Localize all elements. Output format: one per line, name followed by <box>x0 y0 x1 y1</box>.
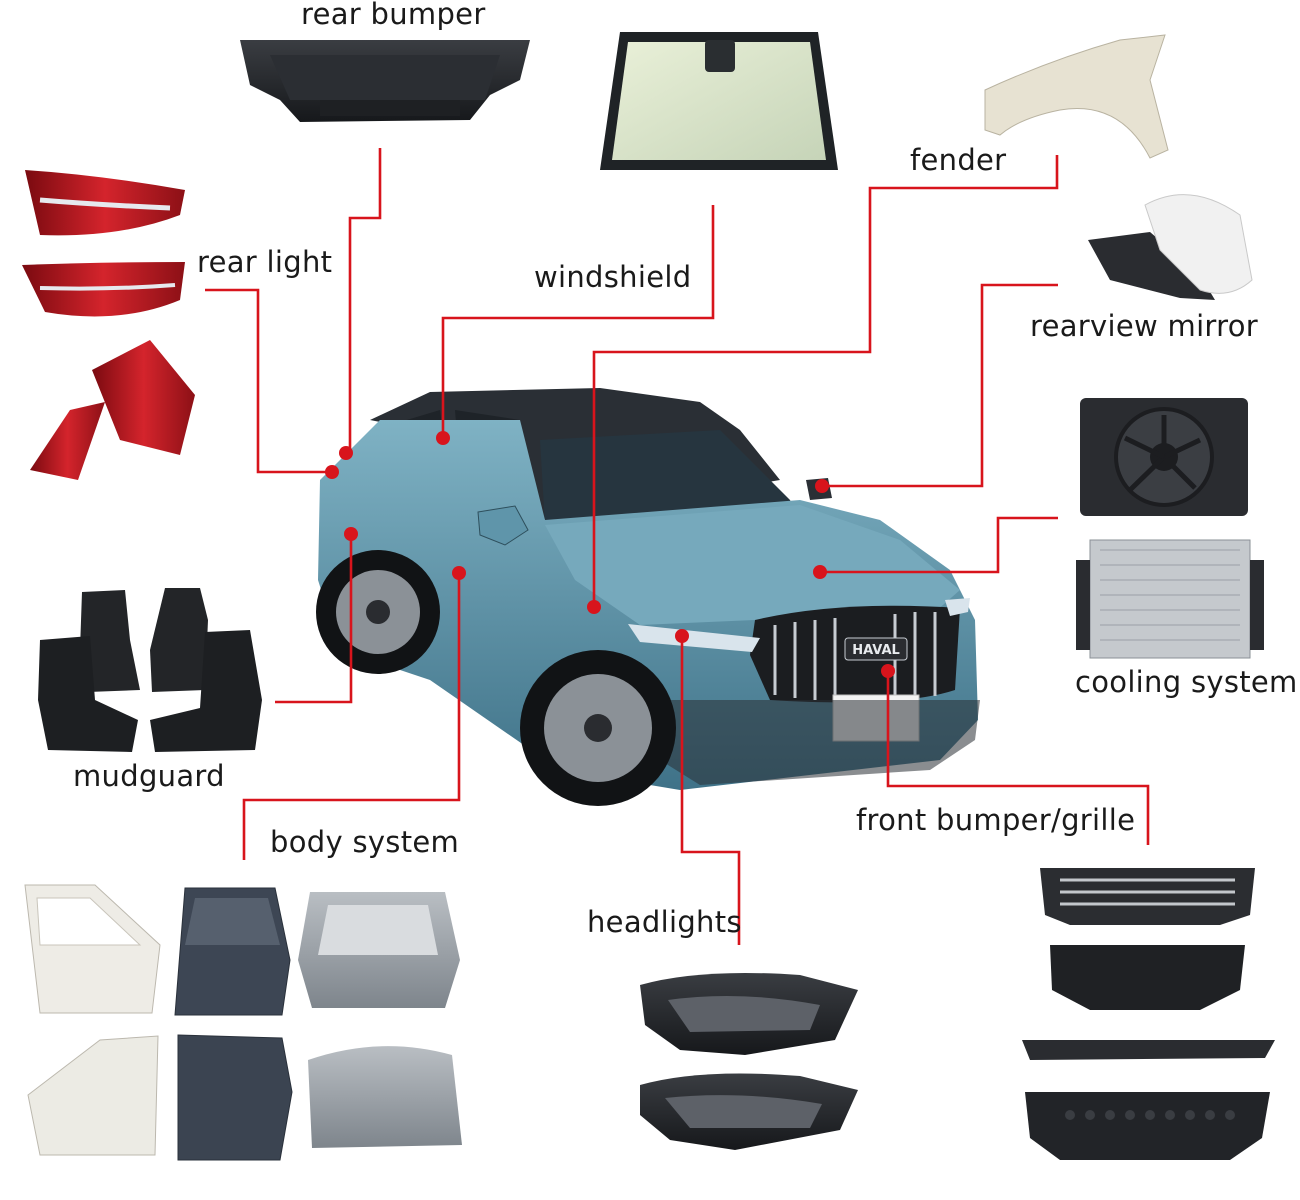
dot-mudguard <box>344 527 358 541</box>
mudguard-parts <box>38 588 262 752</box>
leader-fender <box>592 155 1059 606</box>
leader-cooling-system <box>820 516 1058 574</box>
dot-rear-bumper <box>339 446 353 460</box>
dot-headlights <box>675 629 689 643</box>
label-fender: fender <box>910 143 1007 177</box>
label-cooling-system: cooling system <box>1075 665 1298 699</box>
cooling-system-parts <box>1076 398 1264 659</box>
dot-fender <box>587 600 601 614</box>
marker-dots <box>325 431 895 678</box>
label-rear-light: rear light <box>197 245 333 279</box>
label-front-bumper-grille: front bumper/grille <box>856 803 1136 837</box>
leader-windshield <box>441 205 715 438</box>
dot-body-system <box>452 566 466 580</box>
headlight-parts <box>640 972 858 1150</box>
label-body-system: body system <box>270 825 460 859</box>
label-rearview-mirror: rearview mirror <box>1030 309 1258 343</box>
dot-cooling-system <box>813 565 827 579</box>
dot-front-bumper <box>881 664 895 678</box>
leader-lines <box>205 148 1150 945</box>
car-badge: HAVAL <box>852 643 900 658</box>
label-mudguard: mudguard <box>73 759 225 793</box>
windshield-part <box>600 32 838 170</box>
rear-bumper-part <box>240 40 530 122</box>
rear-light-parts <box>22 170 195 480</box>
dot-windshield <box>436 431 450 445</box>
fender-part <box>984 34 1169 159</box>
rearview-mirror-part <box>1088 194 1253 300</box>
label-rear-bumper: rear bumper <box>301 0 486 31</box>
label-headlights: headlights <box>587 905 742 939</box>
leader-headlights <box>680 636 741 945</box>
dot-rear-light <box>325 465 339 479</box>
dot-rearview-mirror <box>815 479 829 493</box>
leader-rear-bumper <box>348 148 382 452</box>
leader-front-bumper <box>886 671 1150 845</box>
leader-rearview-mirror <box>822 283 1058 488</box>
front-bumper-grille-parts <box>1022 868 1275 1160</box>
leader-rear-light <box>205 288 332 474</box>
body-system-parts <box>24 884 462 1161</box>
label-windshield: windshield <box>534 260 692 294</box>
leader-mudguard <box>275 534 353 704</box>
leader-body-system <box>242 573 461 860</box>
car-illustration <box>316 388 980 806</box>
